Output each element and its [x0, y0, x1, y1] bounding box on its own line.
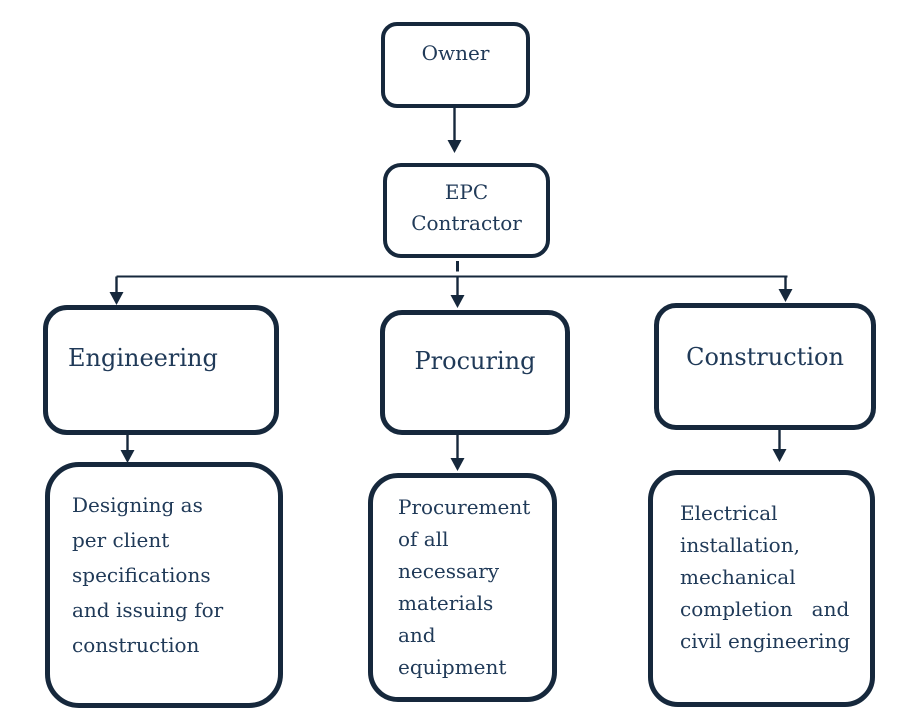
construction-label: Construction: [686, 343, 844, 371]
procuring-label: Procuring: [414, 347, 536, 375]
engineering-detail-text: Designing as per client specifications a…: [72, 493, 224, 657]
arrow-epc-to-construction: [778, 276, 793, 302]
arrow-owner-to-epc: [447, 108, 462, 153]
owner-node: Owner: [381, 22, 530, 108]
arrow-epc-to-procuring: [450, 276, 465, 308]
construction-detail-node: Electrical installation, mechanical comp…: [648, 470, 875, 707]
construction-detail-text: Electrical installation, mechanical comp…: [680, 501, 851, 653]
arrow-epc-to-engineering: [109, 276, 124, 305]
arrow-procuring-to-detail: [450, 434, 465, 471]
procuring-node: Procuring: [380, 310, 570, 435]
engineering-label: Engineering: [68, 344, 218, 372]
engineering-detail-node: Designing as per client specifications a…: [45, 462, 283, 708]
engineering-node: Engineering: [43, 305, 279, 435]
epc-contractor-node: EPC Contractor: [383, 163, 550, 258]
procuring-detail-text: Procurement of all necessary materials a…: [398, 495, 531, 679]
owner-label: Owner: [421, 41, 490, 65]
arrow-engineering-to-detail: [120, 434, 135, 463]
arrow-construction-to-detail: [772, 429, 787, 462]
construction-node: Construction: [654, 303, 876, 430]
epc-contractor-label: EPC Contractor: [411, 180, 522, 235]
procuring-detail-node: Procurement of all necessary materials a…: [368, 473, 557, 702]
